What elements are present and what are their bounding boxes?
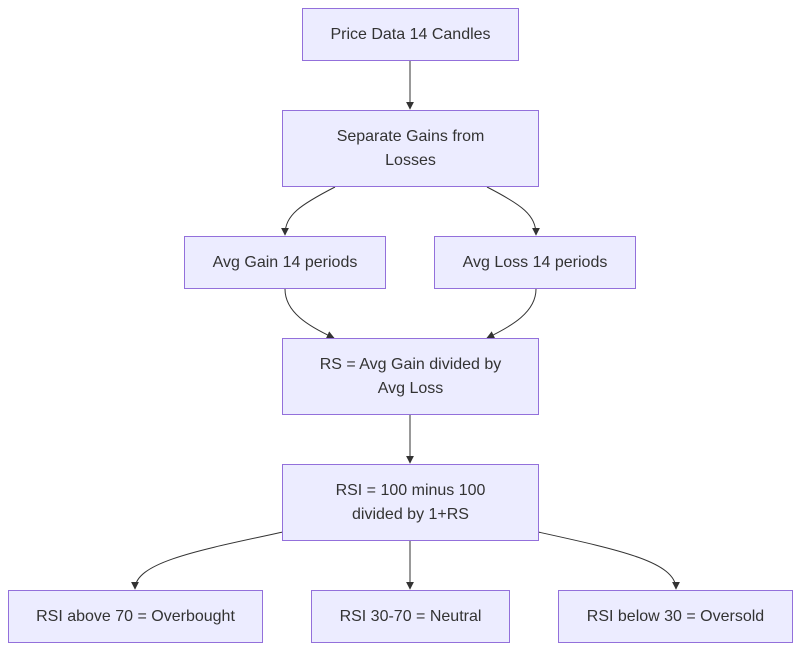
node-avg-gain: Avg Gain 14 periods — [184, 236, 386, 289]
node-avg-gain-label: Avg Gain 14 periods — [212, 253, 358, 271]
edge-separate-to-avg-loss — [486, 186, 540, 236]
node-rsi-label: RSI = 100 minus 100 divided by 1+RS — [335, 481, 486, 523]
node-neutral-label: RSI 30-70 = Neutral — [339, 607, 482, 625]
node-overbought: RSI above 70 = Overbought — [8, 590, 263, 643]
edge-avg-loss-to-rs — [486, 288, 537, 339]
node-oversold: RSI below 30 = Oversold — [558, 590, 793, 643]
node-price-data: Price Data 14 Candles — [302, 8, 519, 61]
edge-separate-to-avg-gain — [281, 186, 336, 236]
node-avg-loss: Avg Loss 14 periods — [434, 236, 636, 289]
edge-rsi-to-overbought — [131, 531, 284, 590]
node-rs-label: RS = Avg Gain divided by Avg Loss — [319, 355, 502, 397]
node-separate-gains-losses: Separate Gains from Losses — [282, 110, 539, 187]
node-overbought-label: RSI above 70 = Overbought — [36, 607, 235, 625]
node-rsi: RSI = 100 minus 100 divided by 1+RS — [282, 464, 539, 541]
node-oversold-label: RSI below 30 = Oversold — [586, 607, 765, 625]
node-avg-loss-label: Avg Loss 14 periods — [462, 253, 608, 271]
node-neutral: RSI 30-70 = Neutral — [311, 590, 510, 643]
node-price-data-label: Price Data 14 Candles — [330, 25, 491, 43]
node-rs: RS = Avg Gain divided by Avg Loss — [282, 338, 539, 415]
edge-avg-gain-to-rs — [284, 288, 335, 339]
edge-rsi-to-oversold — [537, 531, 680, 590]
node-separate-gains-losses-label: Separate Gains from Losses — [336, 127, 485, 169]
